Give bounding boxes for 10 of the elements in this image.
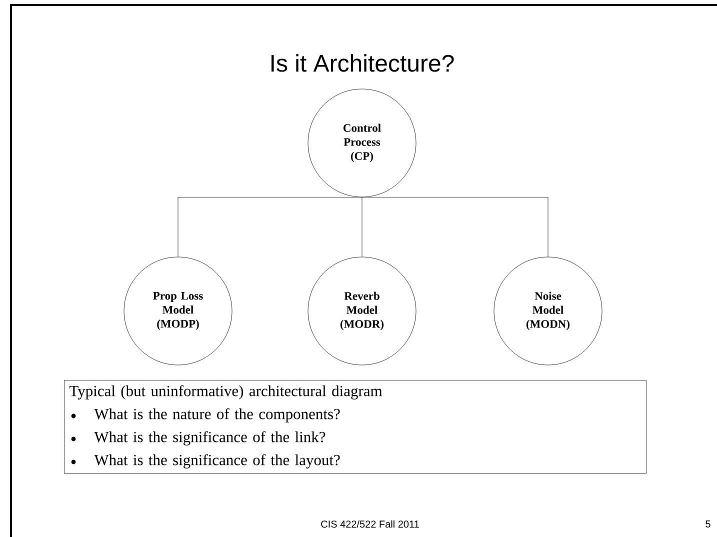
connector-line bbox=[362, 197, 548, 257]
slide-title: Is it Architecture? bbox=[272, 54, 454, 72]
note-box bbox=[64, 380, 646, 474]
connector-line bbox=[178, 197, 362, 257]
bullet-item: What is the significance of the layout? bbox=[94, 454, 340, 468]
footer-text: CIS 422/522 Fall 2011 bbox=[321, 520, 419, 528]
box-heading: Typical (but uninformative) architectural diagram bbox=[70, 385, 382, 400]
page-number: 5 bbox=[706, 520, 710, 528]
bullet-item: What is the nature of the components? bbox=[94, 408, 340, 422]
bullet-item: What is the significance of the link? bbox=[94, 431, 326, 446]
